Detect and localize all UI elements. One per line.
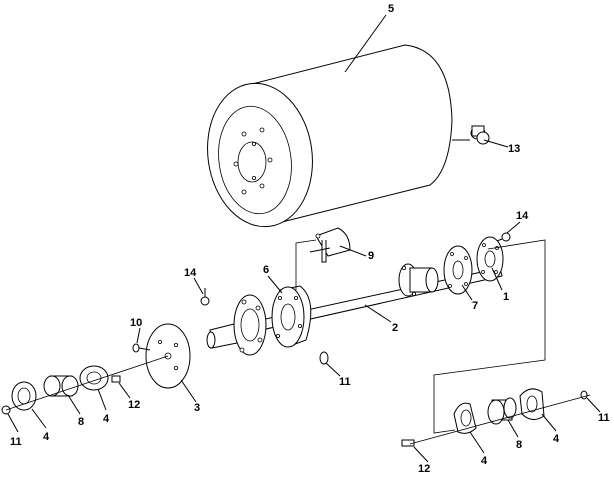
callout-9: 9 (368, 250, 374, 262)
bearing-cap-part-4-left-b (79, 365, 109, 391)
bracket-part-9 (309, 227, 351, 263)
bearing-cap-part-4-left-a (11, 381, 37, 411)
callout-6: 6 (263, 264, 269, 276)
callout-4-left-a: 4 (43, 431, 50, 443)
callout-11-right: 11 (598, 412, 610, 424)
connector-line-right (433, 239, 546, 434)
bearing-part-8-left (43, 375, 79, 397)
callout-7: 7 (472, 300, 478, 312)
callout-11-center: 11 (339, 376, 351, 388)
callout-4-right-a: 4 (481, 455, 488, 467)
nut-part-11-right (580, 390, 588, 400)
callout-1: 1 (503, 291, 509, 303)
flange-part-7 (443, 245, 473, 295)
callout-4-left-b: 4 (103, 413, 110, 425)
bolt-part-12-left (111, 375, 121, 383)
callout-14-top: 14 (516, 210, 529, 222)
bearing-cap-part-4-right-a (453, 402, 477, 434)
callout-labels: 5 13 14 9 6 1 7 2 14 10 3 11 12 4 8 4 11… (10, 3, 610, 475)
hub-flange-left (233, 294, 267, 356)
fitting-part-13 (470, 125, 490, 145)
hub-right (398, 263, 439, 297)
callout-11-left: 11 (10, 436, 22, 448)
connector-line-upper (295, 239, 317, 290)
leader-lines (7, 14, 601, 463)
callout-8-right: 8 (516, 439, 522, 451)
callout-3: 3 (194, 402, 200, 414)
callout-12-right: 12 (418, 463, 430, 475)
callout-2: 2 (392, 322, 398, 334)
flange-part-6 (271, 285, 312, 348)
drum-part-5 (207, 44, 470, 228)
bearing-part-8-right (487, 397, 517, 425)
bearing-cap-part-4-right-b (519, 388, 545, 420)
bolt-part-10 (132, 343, 151, 353)
callout-10: 10 (130, 317, 142, 329)
bolt-part-14-left (200, 288, 210, 306)
callout-14-left: 14 (184, 267, 197, 279)
callout-4-right-b: 4 (553, 433, 560, 445)
callout-12-left: 12 (128, 399, 140, 411)
flange-part-1 (476, 236, 504, 282)
callout-5: 5 (388, 3, 394, 15)
callout-8-left: 8 (78, 416, 84, 428)
washer-part-11-center (319, 351, 329, 365)
bolt-part-14-top (496, 232, 511, 242)
callout-13: 13 (508, 143, 520, 155)
